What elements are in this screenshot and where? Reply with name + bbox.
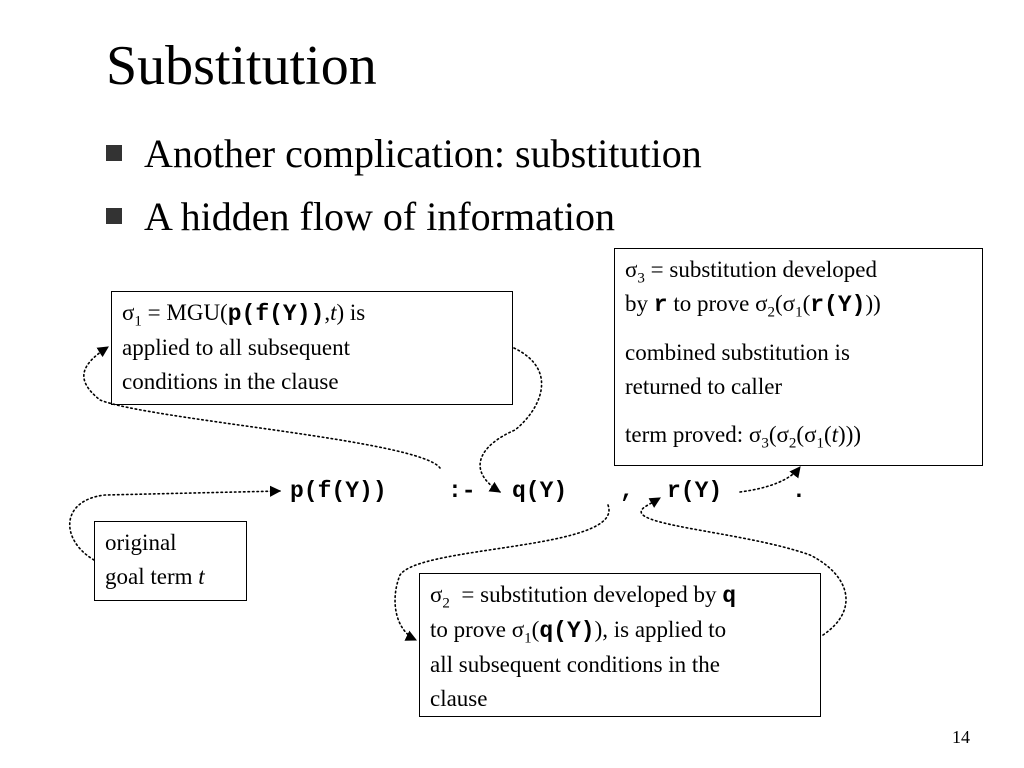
text: ( [823, 422, 832, 447]
sigma-symbol: σ [755, 291, 768, 316]
bullet-text-2: A hidden flow of information [144, 194, 616, 239]
arrow-sigma2-to-r [640, 497, 847, 636]
arrow-original-to-head [69, 485, 282, 561]
sigma3-box: σ3 = substitution developed by r to prov… [614, 248, 983, 466]
variable: t [831, 422, 839, 447]
text: , [324, 300, 331, 325]
text: = MGU( [141, 300, 228, 325]
text: )) [865, 291, 881, 316]
page-number: 14 [952, 727, 970, 747]
square-bullet-icon [106, 208, 122, 224]
text: ), is applied to [594, 617, 727, 642]
arrow-r-to-sigma3 [739, 466, 801, 493]
subscript: 1 [134, 313, 142, 330]
text: = substitution developed [644, 257, 877, 282]
sigma2-line-3: all subsequent conditions in the [430, 652, 721, 677]
sigma1-line-2: applied to all subsequent [122, 335, 351, 360]
original-goal-box: original goal term t [94, 521, 247, 601]
sigma1-line-1: σ1 = MGU(p(f(Y)),t) is [122, 296, 502, 331]
code-term: r(Y) [810, 292, 866, 318]
code-term: q(Y) [539, 618, 595, 644]
sigma3-line-1: σ3 = substitution developed [625, 253, 972, 287]
slide-title: Substitution [106, 35, 377, 97]
clause-period: . [792, 478, 806, 504]
subscript: 2 [788, 435, 797, 452]
sigma2-box: σ2 = substitution developed by q to prov… [419, 573, 821, 717]
sigma-symbol: σ [625, 257, 638, 282]
sigma-symbol: σ [122, 300, 135, 325]
code-term: p(f(Y)) [227, 301, 325, 327]
original-line-2: goal term t [105, 560, 236, 594]
clause-neck: :- [448, 478, 476, 504]
square-bullet-icon [106, 145, 122, 161]
code-term: r [653, 292, 668, 318]
variable: t [198, 564, 205, 589]
text: to prove [667, 291, 756, 316]
sigma3-line-3: combined substitution is [625, 340, 850, 365]
arrow-head-to-sigma1 [83, 346, 441, 469]
sigma-symbol: σ [804, 422, 817, 447]
arrow-q-to-sigma2 [394, 504, 610, 641]
text: ( [768, 422, 777, 447]
text: ( [774, 291, 783, 316]
sigma-symbol: σ [511, 617, 525, 642]
sigma2-line-1: σ2 = substitution developed by q [430, 578, 810, 613]
bullet-text-1: Another complication: substitution [144, 131, 702, 176]
sigma3-line-5: term proved: σ3(σ2(σ1(t))) [625, 418, 972, 452]
clause-comma: , [620, 478, 634, 504]
text: ( [802, 291, 811, 316]
sigma-symbol: σ [430, 582, 443, 607]
sigma3-line-4: returned to caller [625, 374, 783, 399]
text: term proved: [625, 422, 749, 447]
sigma3-line-2: by r to prove σ2(σ1(r(Y))) [625, 287, 972, 322]
clause-goal-r: r(Y) [667, 478, 723, 504]
sigma2-line-4: clause [430, 686, 488, 711]
subscript: 1 [816, 435, 824, 452]
sigma2-line-2: to prove σ1(q(Y)), is applied to [430, 613, 810, 648]
sigma1-box: σ1 = MGU(p(f(Y)),t) is applied to all su… [111, 291, 513, 405]
bullet-item-1: Another complication: substitution [106, 134, 702, 174]
sigma1-line-3: conditions in the clause [122, 369, 339, 394]
bullet-item-2: A hidden flow of information [106, 197, 615, 237]
text: goal term [105, 564, 199, 589]
sigma-symbol: σ [748, 422, 762, 447]
arrow-sigma1-to-q [479, 347, 543, 493]
text: ) is [336, 300, 366, 325]
clause-head: p(f(Y)) [290, 478, 387, 504]
clause-goal-q: q(Y) [512, 478, 568, 504]
variable: t [330, 300, 337, 325]
subscript: 2 [442, 595, 450, 612]
subscript: 3 [761, 435, 769, 452]
subscript: 2 [767, 304, 775, 321]
text: ( [531, 617, 540, 642]
text: = substitution developed by [449, 582, 723, 607]
sigma-symbol: σ [776, 422, 789, 447]
subscript: 1 [795, 304, 803, 321]
original-line-1: original [105, 530, 177, 555]
code-term: q [722, 583, 737, 609]
text: to prove [430, 617, 512, 642]
text: ))) [838, 422, 862, 447]
text: by [625, 291, 654, 316]
text: ( [796, 422, 805, 447]
sigma-symbol: σ [782, 291, 796, 316]
subscript: 3 [637, 270, 645, 287]
subscript: 1 [524, 630, 532, 647]
